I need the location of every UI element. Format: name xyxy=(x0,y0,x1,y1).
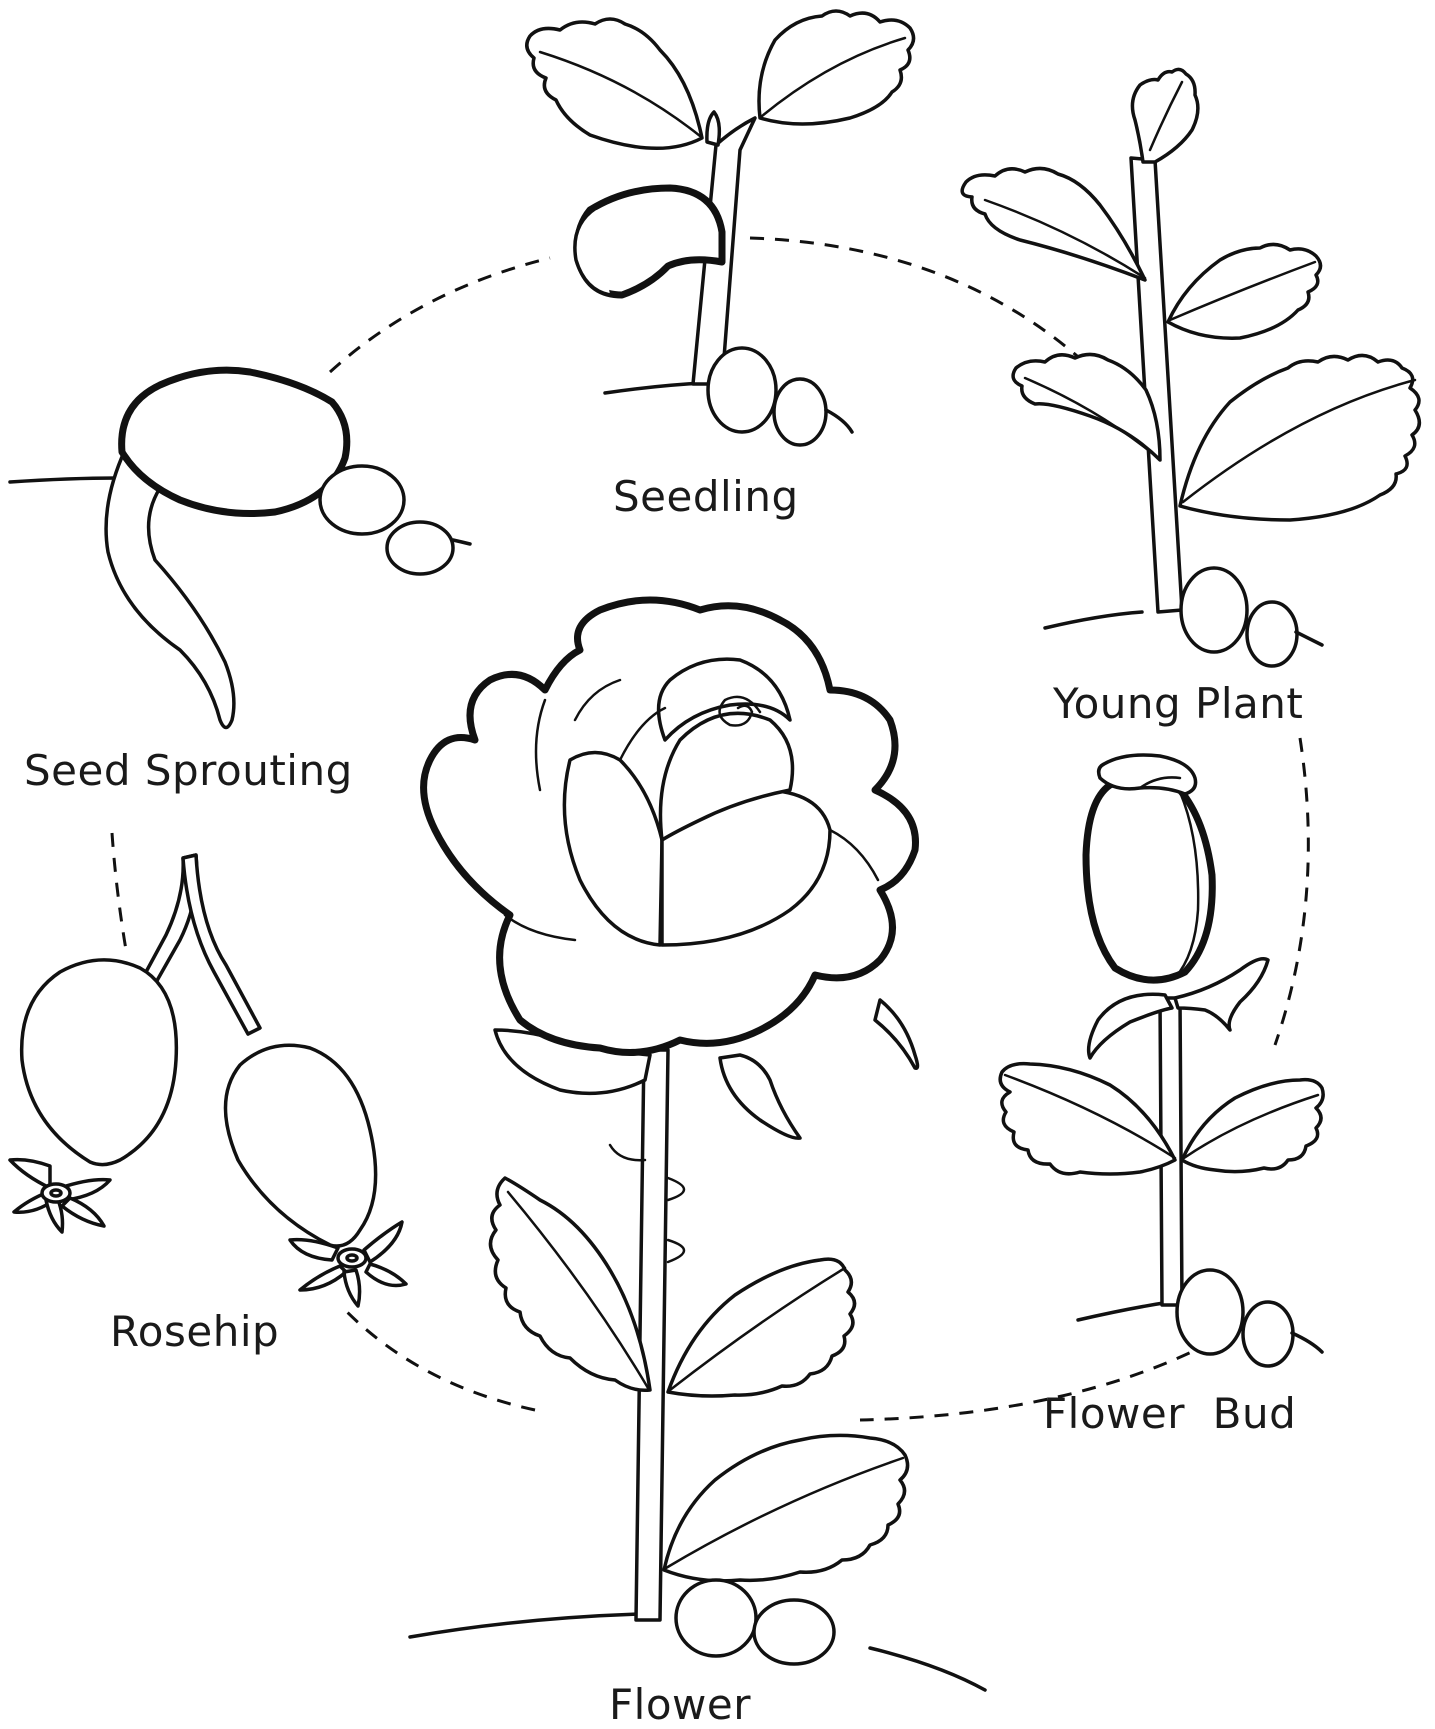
flower-illustration xyxy=(410,600,985,1690)
connector-flower-to-rosehip xyxy=(345,1310,535,1410)
label-flower: Flower xyxy=(609,1684,751,1726)
seed-sprouting-illustration xyxy=(10,370,470,727)
flower-seed-large xyxy=(676,1580,756,1656)
young-plant-seed-small xyxy=(1247,602,1297,666)
flower-seed-small xyxy=(754,1600,834,1664)
label-seedling: Seedling xyxy=(613,476,799,518)
connector-seedling-to-young-plant xyxy=(750,238,1095,372)
flower-sepal-mid xyxy=(720,1055,800,1138)
young-plant-illustration xyxy=(962,69,1419,666)
seedling-seed-small xyxy=(774,379,826,445)
label-young-plant: Young Plant xyxy=(1053,683,1303,725)
label-seed-sprouting: Seed Sprouting xyxy=(24,750,353,792)
sprouting-seed-stone-small xyxy=(387,522,453,574)
rosehip-illustration xyxy=(10,855,406,1306)
seedling-leaf-right xyxy=(759,11,914,124)
bud-leaf-right xyxy=(1182,1080,1323,1172)
rosehip-right-fruit xyxy=(225,1045,375,1246)
bud-seed-small xyxy=(1243,1302,1293,1366)
rosehip-left-fruit xyxy=(22,960,177,1165)
flower-leaf-lower xyxy=(664,1435,908,1580)
bud-outer-petal xyxy=(1086,776,1212,980)
young-plant-seed-large xyxy=(1181,568,1247,652)
connector-sprouting-to-seedling xyxy=(330,258,550,372)
connector-rosehip-to-sprouting xyxy=(112,833,126,950)
bud-seed-large xyxy=(1177,1270,1243,1354)
connector-young-plant-to-bud xyxy=(1275,738,1308,1045)
sprouting-seed-stone-large xyxy=(320,466,404,534)
label-flower-bud: Flower Bud xyxy=(1043,1393,1296,1435)
flower-stem xyxy=(636,1050,668,1620)
young-plant-leaf-lower-right xyxy=(1180,355,1419,520)
seedling-leaf-left xyxy=(527,19,702,148)
bud-leaf-left xyxy=(1000,1064,1175,1174)
flower-bud-illustration xyxy=(1000,755,1323,1366)
young-plant-leaf-upper-left xyxy=(962,168,1145,280)
flower-sepal-right xyxy=(875,1000,918,1068)
flower-leaf-left xyxy=(490,1178,650,1390)
seedling-illustration xyxy=(527,11,914,445)
seedling-seed-large xyxy=(708,348,776,432)
young-plant-leaf-upper-right xyxy=(1168,244,1321,338)
rosehip-left-sepals xyxy=(10,1160,110,1232)
label-rosehip: Rosehip xyxy=(110,1311,279,1353)
